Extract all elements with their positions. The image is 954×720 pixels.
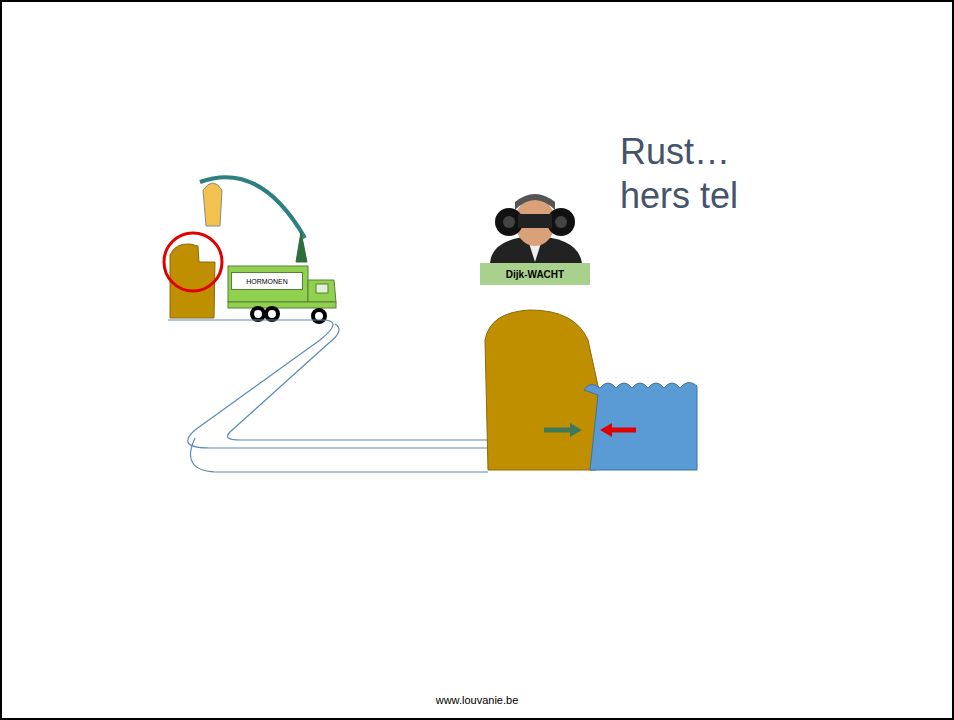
arrow-head xyxy=(570,423,582,437)
water xyxy=(584,382,697,470)
crane-mast xyxy=(296,232,307,262)
pressure-arrow xyxy=(610,428,636,433)
photo-bg xyxy=(480,195,590,263)
dike xyxy=(485,310,600,470)
binocular-glass xyxy=(555,216,567,228)
road-edge xyxy=(191,438,489,472)
crane-load xyxy=(203,183,222,226)
wheel xyxy=(266,308,278,320)
pressure-arrow xyxy=(544,428,572,433)
truck-body xyxy=(228,266,308,302)
road-edge xyxy=(168,320,488,448)
name-band: Dijk-WACHT xyxy=(480,263,590,285)
binocular-glass xyxy=(503,216,515,228)
crane-boom xyxy=(200,177,305,238)
arrow-head xyxy=(600,423,612,437)
binocular-bridge xyxy=(518,214,552,228)
footer-url: www.louvanie.be xyxy=(377,694,577,706)
highlight-circle xyxy=(164,233,222,291)
truck-window xyxy=(316,284,328,293)
truck-cab xyxy=(308,280,336,302)
head xyxy=(515,198,555,246)
slide-title: Rust…hers tel xyxy=(620,130,800,218)
node-text: Dijk-WACHT xyxy=(506,269,564,280)
road-edge xyxy=(228,324,488,440)
wheel xyxy=(252,308,264,320)
cargo-box: HORMONEN xyxy=(231,272,303,290)
dike-piece xyxy=(170,244,215,318)
hair xyxy=(515,194,555,210)
node-text: HORMONEN xyxy=(246,278,288,285)
truck-chassis xyxy=(228,302,336,308)
